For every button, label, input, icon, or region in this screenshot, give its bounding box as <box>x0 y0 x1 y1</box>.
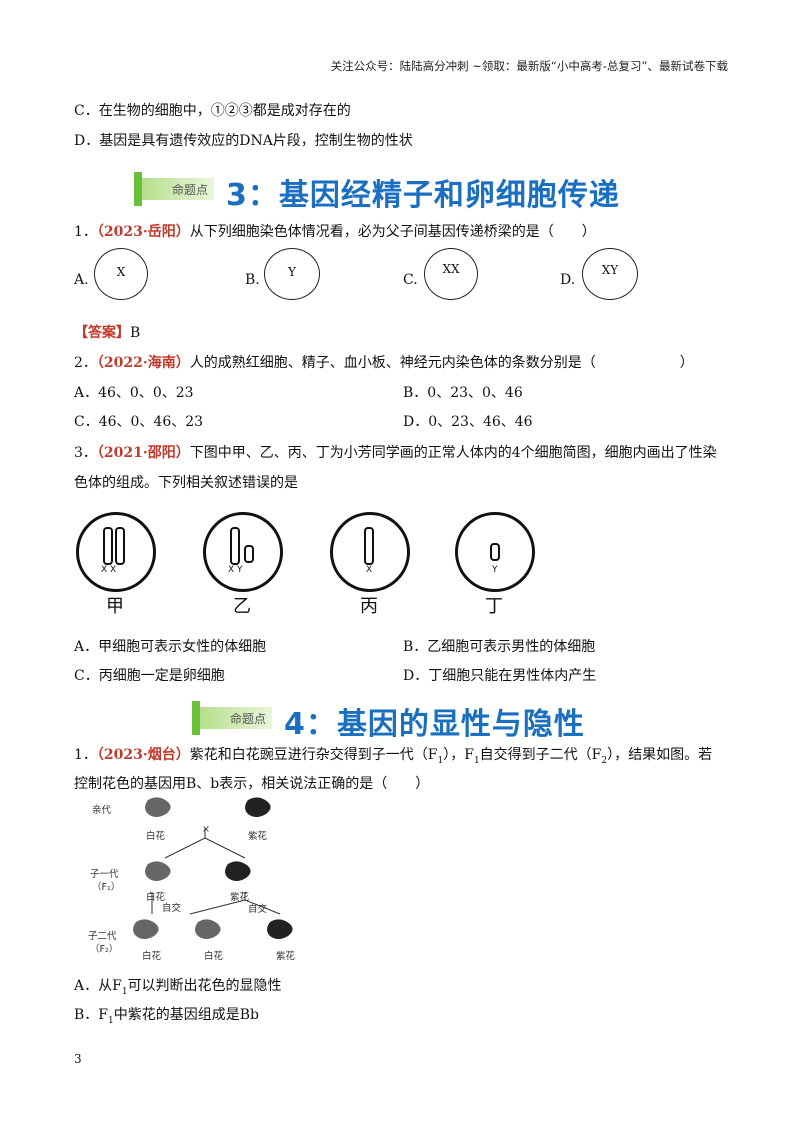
question-4-cont: 控制花色的基因用B、b表示，相关说法正确的是（ ） <box>74 776 430 792</box>
q1-option-b-circle: Y <box>264 248 320 300</box>
label-f1: 子一代 <box>90 869 119 880</box>
cell-label-yi: 乙 <box>233 596 251 617</box>
q3-option-b: B．乙细胞可表示男性的体细胞 <box>403 639 596 655</box>
cell-label-bing: 丙 <box>360 596 378 617</box>
question-4: 1．（2023·烟台）紫花和白花豌豆进行杂交得到子一代（F1），F1自交得到子二… <box>74 747 713 766</box>
q4-option-b: B．F1中紫花的基因组成是Bb <box>74 1007 259 1026</box>
section-badge: 命题点 <box>171 183 208 197</box>
q1-option-b-label: B. <box>245 272 260 288</box>
label-white-f2-a: 白花 <box>142 951 162 962</box>
question-source: （2021·邵阳） <box>96 445 190 461</box>
q2-option-b: B．0、23、0、46 <box>403 385 523 401</box>
question-source: （2023·烟台） <box>96 747 190 763</box>
q1-answer: 【答案】B <box>74 325 141 341</box>
page-header: 关注公众号：陆陆高分冲刺 ~领取：最新版“小中高考-总复习”、最新试卷下载 <box>330 59 728 73</box>
q3-option-d: D．丁细胞只能在男性体内产生 <box>403 668 597 684</box>
label-self-right: 自交 <box>248 904 268 915</box>
question-3: 3．（2021·邵阳）下图中甲、乙、丙、丁为小芳同学画的正常人体内的4个细胞简图… <box>74 445 717 461</box>
q2-option-d: D．0、23、46、46 <box>403 414 533 430</box>
question-source: （2023·岳阳） <box>96 224 190 240</box>
label-white-f1: 白花 <box>146 892 166 903</box>
q1-option-a-circle: X <box>94 248 148 300</box>
label-self-left: 自交 <box>162 903 182 914</box>
label-purple-f1: 紫花 <box>230 892 250 903</box>
q1-option-a-label: A. <box>74 272 89 288</box>
label-white-parent: 白花 <box>146 831 166 842</box>
label-f2: 子二代 <box>88 931 117 942</box>
q2-option-c: C．46、0、46、23 <box>74 414 204 430</box>
q1-option-c-circle: XX <box>424 248 478 300</box>
q1-option-d-circle: XY <box>582 248 638 300</box>
cross-lines <box>133 797 293 939</box>
label-f1-symbol: （F₁） <box>92 882 121 893</box>
cell-ding: Y <box>455 512 535 592</box>
q2-option-a: A．46、0、0、23 <box>74 385 194 401</box>
q4-option-a: A．从F1可以判断出花色的显隐性 <box>74 978 282 997</box>
label-purple-parent: 紫花 <box>248 831 268 842</box>
q3-option-c: C．丙细胞一定是卵细胞 <box>74 668 225 684</box>
label-purple-f2: 紫花 <box>276 951 296 962</box>
question-1: 1．（2023·岳阳）从下列细胞染色体情况看，必为父子间基因传递桥梁的是（ ） <box>74 224 596 240</box>
section-flag-3: 命题点 <box>134 172 214 206</box>
section-title-4: 4：基因的显性与隐性 <box>284 707 585 742</box>
cell-bing: X <box>330 512 410 592</box>
question-2: 2．（2022·海南）人的成熟红细胞、精子、血小板、神经元内染色体的条数分别是（… <box>74 355 694 371</box>
page-number: 3 <box>74 1052 82 1066</box>
label-white-f2-b: 白花 <box>204 951 224 962</box>
question-3-cont: 色体的组成。下列相关叙述错误的是 <box>74 475 298 491</box>
section-flag-4: 命题点 <box>192 701 272 735</box>
cell-label-jia: 甲 <box>106 596 124 617</box>
q3-option-a: A．甲细胞可表示女性的体细胞 <box>74 639 267 655</box>
label-f2-symbol: （F₂） <box>90 944 119 955</box>
cell-yi: X Y <box>203 512 283 592</box>
section-title-3: 3：基因经精子和卵细胞传递 <box>226 178 620 213</box>
q1-option-c-label: C. <box>403 272 418 288</box>
cell-label-ding: 丁 <box>485 596 503 617</box>
label-cross: × <box>202 824 210 835</box>
cell-jia: X X <box>76 512 156 592</box>
section-badge: 命题点 <box>229 712 266 726</box>
label-parent: 亲代 <box>92 805 112 816</box>
prev-option-c: C．在生物的细胞中，①②③都是成对存在的 <box>74 103 351 119</box>
question-source: （2022·海南） <box>96 355 190 371</box>
q1-option-d-label: D. <box>560 272 576 288</box>
prev-option-d: D．基因是具有遗传效应的DNA片段，控制生物的性状 <box>74 133 413 149</box>
